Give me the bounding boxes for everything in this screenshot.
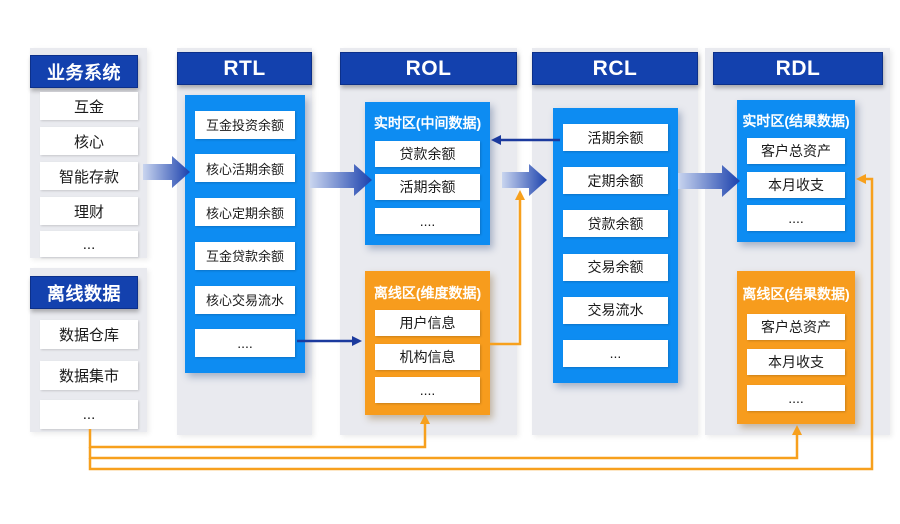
rdl-realtime-item: 客户总资产 [747,138,845,165]
rdl-realtime-item: 本月收支 [747,171,845,198]
rol-header: ROL [340,52,517,85]
rcl-container: 活期余额 定期余额 贷款余额 交易余额 交易流水 ... [553,108,678,383]
rol-realtime-zone: 实时区(中间数据) 贷款余额 活期余额 .... [365,102,490,245]
rol-realtime-item: 贷款余额 [375,140,480,167]
business-item: 理财 [40,197,138,225]
offline-item: 数据集市 [40,361,138,390]
rol-realtime-item: 活期余额 [375,174,480,201]
business-item: 互金 [40,92,138,120]
rtl-item: 互金投资余额 [195,110,295,139]
rdl-offline-zone: 离线区(结果数据) 客户总资产 本月收支 .... [737,271,855,424]
rol-offline-zone: 离线区(维度数据) 用户信息 机构信息 .... [365,271,490,415]
rol-offline-title: 离线区(维度数据) [373,284,482,301]
offline-data-header: 离线数据 [30,276,138,309]
rcl-item: 交易余额 [563,253,668,281]
rtl-item: 核心活期余额 [195,154,295,183]
rol-offline-item-more: .... [375,377,480,404]
offline-item-more: ... [40,400,138,429]
rol-realtime-title: 实时区(中间数据) [373,115,482,132]
offline-item: 数据仓库 [40,320,138,349]
rcl-header: RCL [532,52,698,85]
rtl-item: 核心定期余额 [195,198,295,227]
rcl-item: 贷款余额 [563,210,668,238]
rtl-item: 核心交易流水 [195,285,295,314]
rdl-header: RDL [713,52,883,85]
rdl-realtime-title: 实时区(结果数据) [742,113,850,130]
rol-offline-item: 用户信息 [375,310,480,337]
rcl-item: 定期余额 [563,167,668,195]
rdl-offline-title: 离线区(结果数据) [742,286,850,303]
rdl-offline-item: 本月收支 [747,349,845,376]
rcl-item: 交易流水 [563,296,668,324]
business-system-header: 业务系统 [30,55,138,88]
business-item: 智能存款 [40,162,138,190]
rdl-realtime-zone: 实时区(结果数据) 客户总资产 本月收支 .... [737,100,855,242]
rdl-offline-item: 客户总资产 [747,313,845,340]
rtl-item-more: .... [195,329,295,358]
rol-realtime-item-more: .... [375,207,480,234]
business-item: 核心 [40,127,138,155]
rcl-item: 活期余额 [563,124,668,152]
rtl-container: 互金投资余额 核心活期余额 核心定期余额 互金贷款余额 核心交易流水 .... [185,95,305,373]
rcl-item-more: ... [563,339,668,367]
rdl-offline-item-more: .... [747,384,845,411]
rtl-header: RTL [177,52,312,85]
rdl-realtime-item-more: .... [747,204,845,231]
rtl-item: 互金贷款余额 [195,241,295,270]
rol-offline-item: 机构信息 [375,343,480,370]
business-item-more: ... [40,231,138,257]
